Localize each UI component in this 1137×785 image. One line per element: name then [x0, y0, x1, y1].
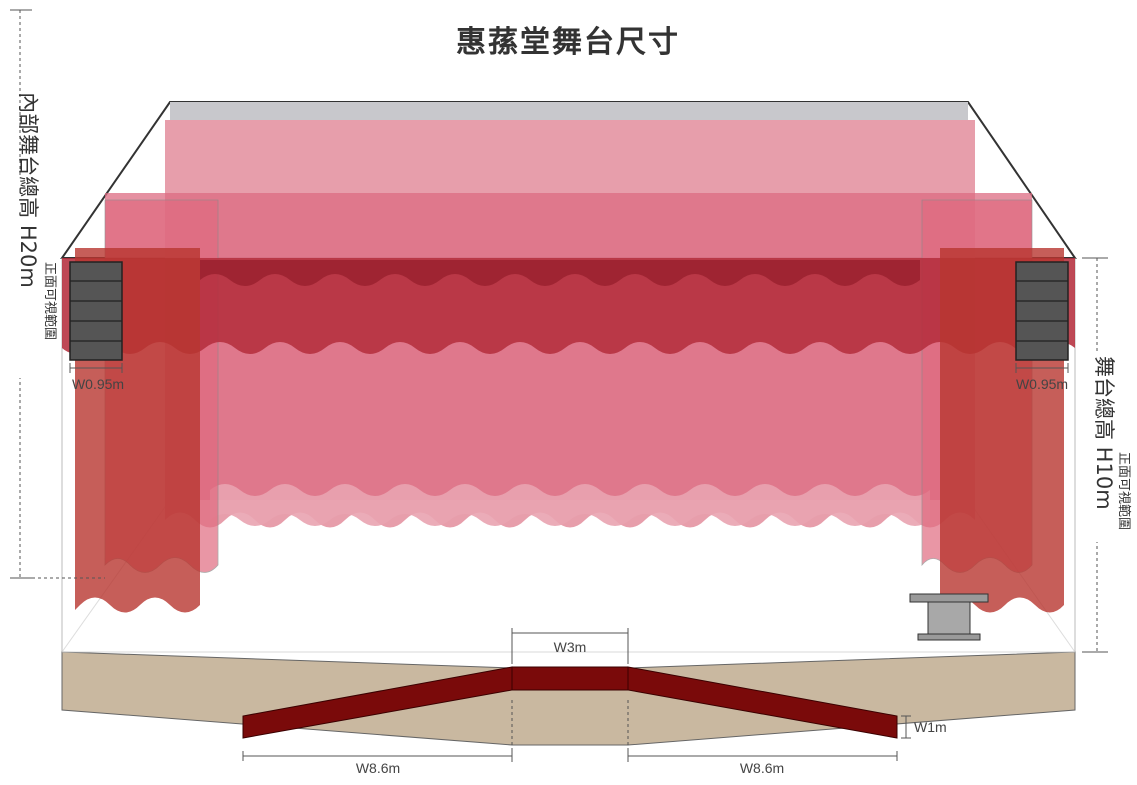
speaker-right-dimension: W0.95m — [1015, 363, 1069, 392]
runway-right-dimension: W8.6m — [627, 700, 898, 776]
diagram-title: 惠蓀堂舞台尺寸 — [456, 25, 680, 60]
speaker-left-width-label: W0.95m — [72, 376, 124, 392]
left-height-label: 內部舞台總高 H20m — [16, 92, 40, 288]
left-view-note: 正面可視範圍 — [42, 262, 57, 340]
runway-left-width-label: W8.6m — [356, 760, 400, 776]
right-height-label: 舞台總高 H10m — [1092, 356, 1116, 510]
middle-curtain — [105, 193, 1032, 526]
speaker-stack-right — [1015, 261, 1069, 361]
speaker-right-width-label: W0.95m — [1016, 376, 1068, 392]
front-valance — [62, 258, 1075, 354]
runway — [242, 666, 898, 739]
speaker-stack-left — [69, 261, 123, 361]
runway-center-width-label: W3m — [554, 639, 587, 655]
podium — [909, 593, 989, 641]
right-height-dimension: 舞台總高 H10m 正面可視範圍 — [1082, 257, 1131, 653]
runway-depth-label: W1m — [914, 719, 947, 735]
runway-left-dimension: W8.6m — [242, 700, 513, 776]
right-view-note: 正面可視範圍 — [1116, 452, 1131, 530]
left-height-dimension: 內部舞台總高 H20m 正面可視範圍 — [8, 9, 105, 579]
runway-center-dimension: W3m — [511, 628, 629, 664]
runway-right-width-label: W8.6m — [740, 760, 784, 776]
runway-depth-dimension: W1m — [901, 715, 947, 739]
speaker-left-dimension: W0.95m — [69, 363, 124, 392]
